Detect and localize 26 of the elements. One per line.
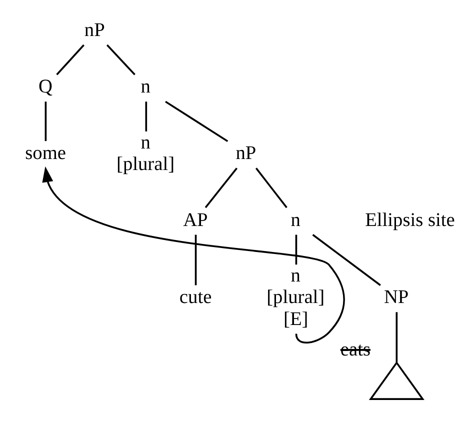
- node-text: n [plural] [E]: [266, 264, 325, 330]
- connector: [165, 100, 228, 142]
- node-text: n [plural]: [116, 132, 175, 175]
- connector: [194, 234, 197, 285]
- node-label: eats: [340, 338, 371, 360]
- node-text: nP: [84, 19, 105, 40]
- connector: [295, 234, 298, 264]
- connector: [396, 312, 398, 362]
- connector: [145, 101, 148, 131]
- label: Ellipsis site: [365, 209, 455, 230]
- connector: [312, 234, 381, 286]
- node-text: some: [25, 142, 66, 164]
- connector: [44, 101, 47, 141]
- node-text: nP: [236, 142, 256, 164]
- node-text: n: [290, 209, 300, 230]
- node-text: Q: [38, 76, 52, 98]
- node-text: cute: [179, 286, 212, 308]
- node-text: NP: [384, 286, 409, 308]
- arrow: [42, 166, 345, 343]
- connector: [255, 167, 288, 208]
- connector: [106, 44, 136, 75]
- node-text: n: [140, 76, 150, 98]
- connector: [56, 44, 84, 75]
- node-text: AP: [183, 209, 208, 230]
- connector: [204, 167, 238, 208]
- node-triangle: [368, 360, 424, 400]
